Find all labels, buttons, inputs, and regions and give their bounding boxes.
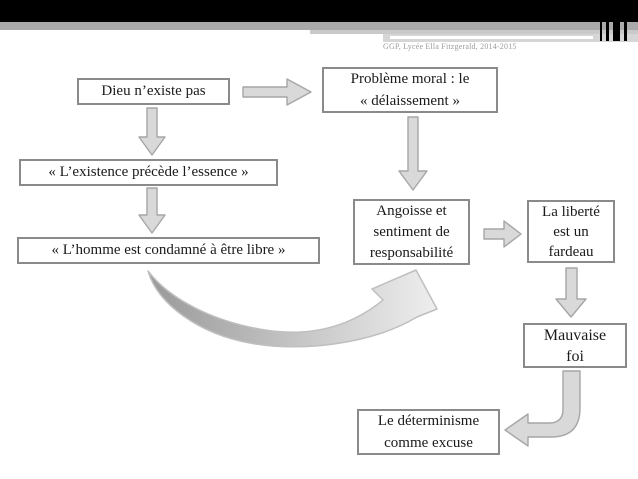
arrow-existence-to-homme — [138, 187, 166, 234]
node-homme-condamne-libre: « L’homme est condamné à être libre » — [17, 237, 320, 264]
node-text: Dieu n’existe pas — [101, 83, 206, 99]
node-liberte-fardeau: La liberté est un fardeau — [527, 200, 615, 263]
node-angoisse-responsabilite: Angoisse et sentiment de responsabilité — [353, 199, 470, 265]
node-text: est un — [553, 223, 589, 240]
header-black-bar — [0, 0, 638, 22]
node-text: « L’existence précède l’essence » — [48, 164, 249, 180]
header-light-bar-1 — [310, 30, 638, 34]
header-vertical-stripe — [624, 0, 627, 41]
header-vertical-stripe — [600, 0, 602, 41]
node-text: Angoisse et — [376, 202, 447, 219]
node-text: « L’homme est condamné à être libre » — [51, 242, 286, 258]
node-text: « délaissement » — [360, 93, 460, 109]
arrow-angoisse-to-liberte — [483, 220, 522, 248]
node-text: Le déterminisme — [377, 413, 480, 429]
arrow-mauvaise-to-determinisme — [504, 370, 581, 447]
node-text: sentiment de — [373, 223, 450, 240]
node-determinisme-excuse: Le déterminisme comme excuse — [357, 409, 500, 455]
arrow-homme-to-angoisse-curved — [147, 269, 438, 348]
header-vertical-stripe — [606, 0, 609, 41]
node-existence-precede-essence: « L’existence précède l’essence » — [19, 159, 278, 186]
header-gray-bar — [0, 22, 638, 30]
node-mauvaise-foi: Mauvaise foi — [523, 323, 627, 368]
arrow-liberte-to-mauvaise — [555, 267, 587, 318]
header-vertical-stripe — [613, 0, 620, 41]
node-text: Problème moral : le — [350, 71, 470, 87]
node-text: responsabilité — [369, 244, 454, 261]
header-white-stripe — [390, 36, 593, 39]
node-text: foi — [566, 347, 584, 365]
node-dieu-n-existe-pas: Dieu n’existe pas — [77, 78, 230, 105]
arrow-dieu-to-existence — [138, 107, 166, 156]
node-text: Mauvaise — [543, 326, 607, 344]
node-text: La liberté — [542, 203, 600, 220]
arrow-dieu-to-probleme — [242, 78, 312, 106]
slide-caption: GGP, Lycée Ella Fitzgerald, 2014-2015 — [383, 42, 517, 51]
arrow-probleme-to-angoisse — [398, 116, 428, 191]
node-probleme-moral: Problème moral : le « délaissement » — [322, 67, 498, 113]
node-text: fardeau — [548, 243, 594, 260]
node-text: comme excuse — [384, 435, 473, 451]
